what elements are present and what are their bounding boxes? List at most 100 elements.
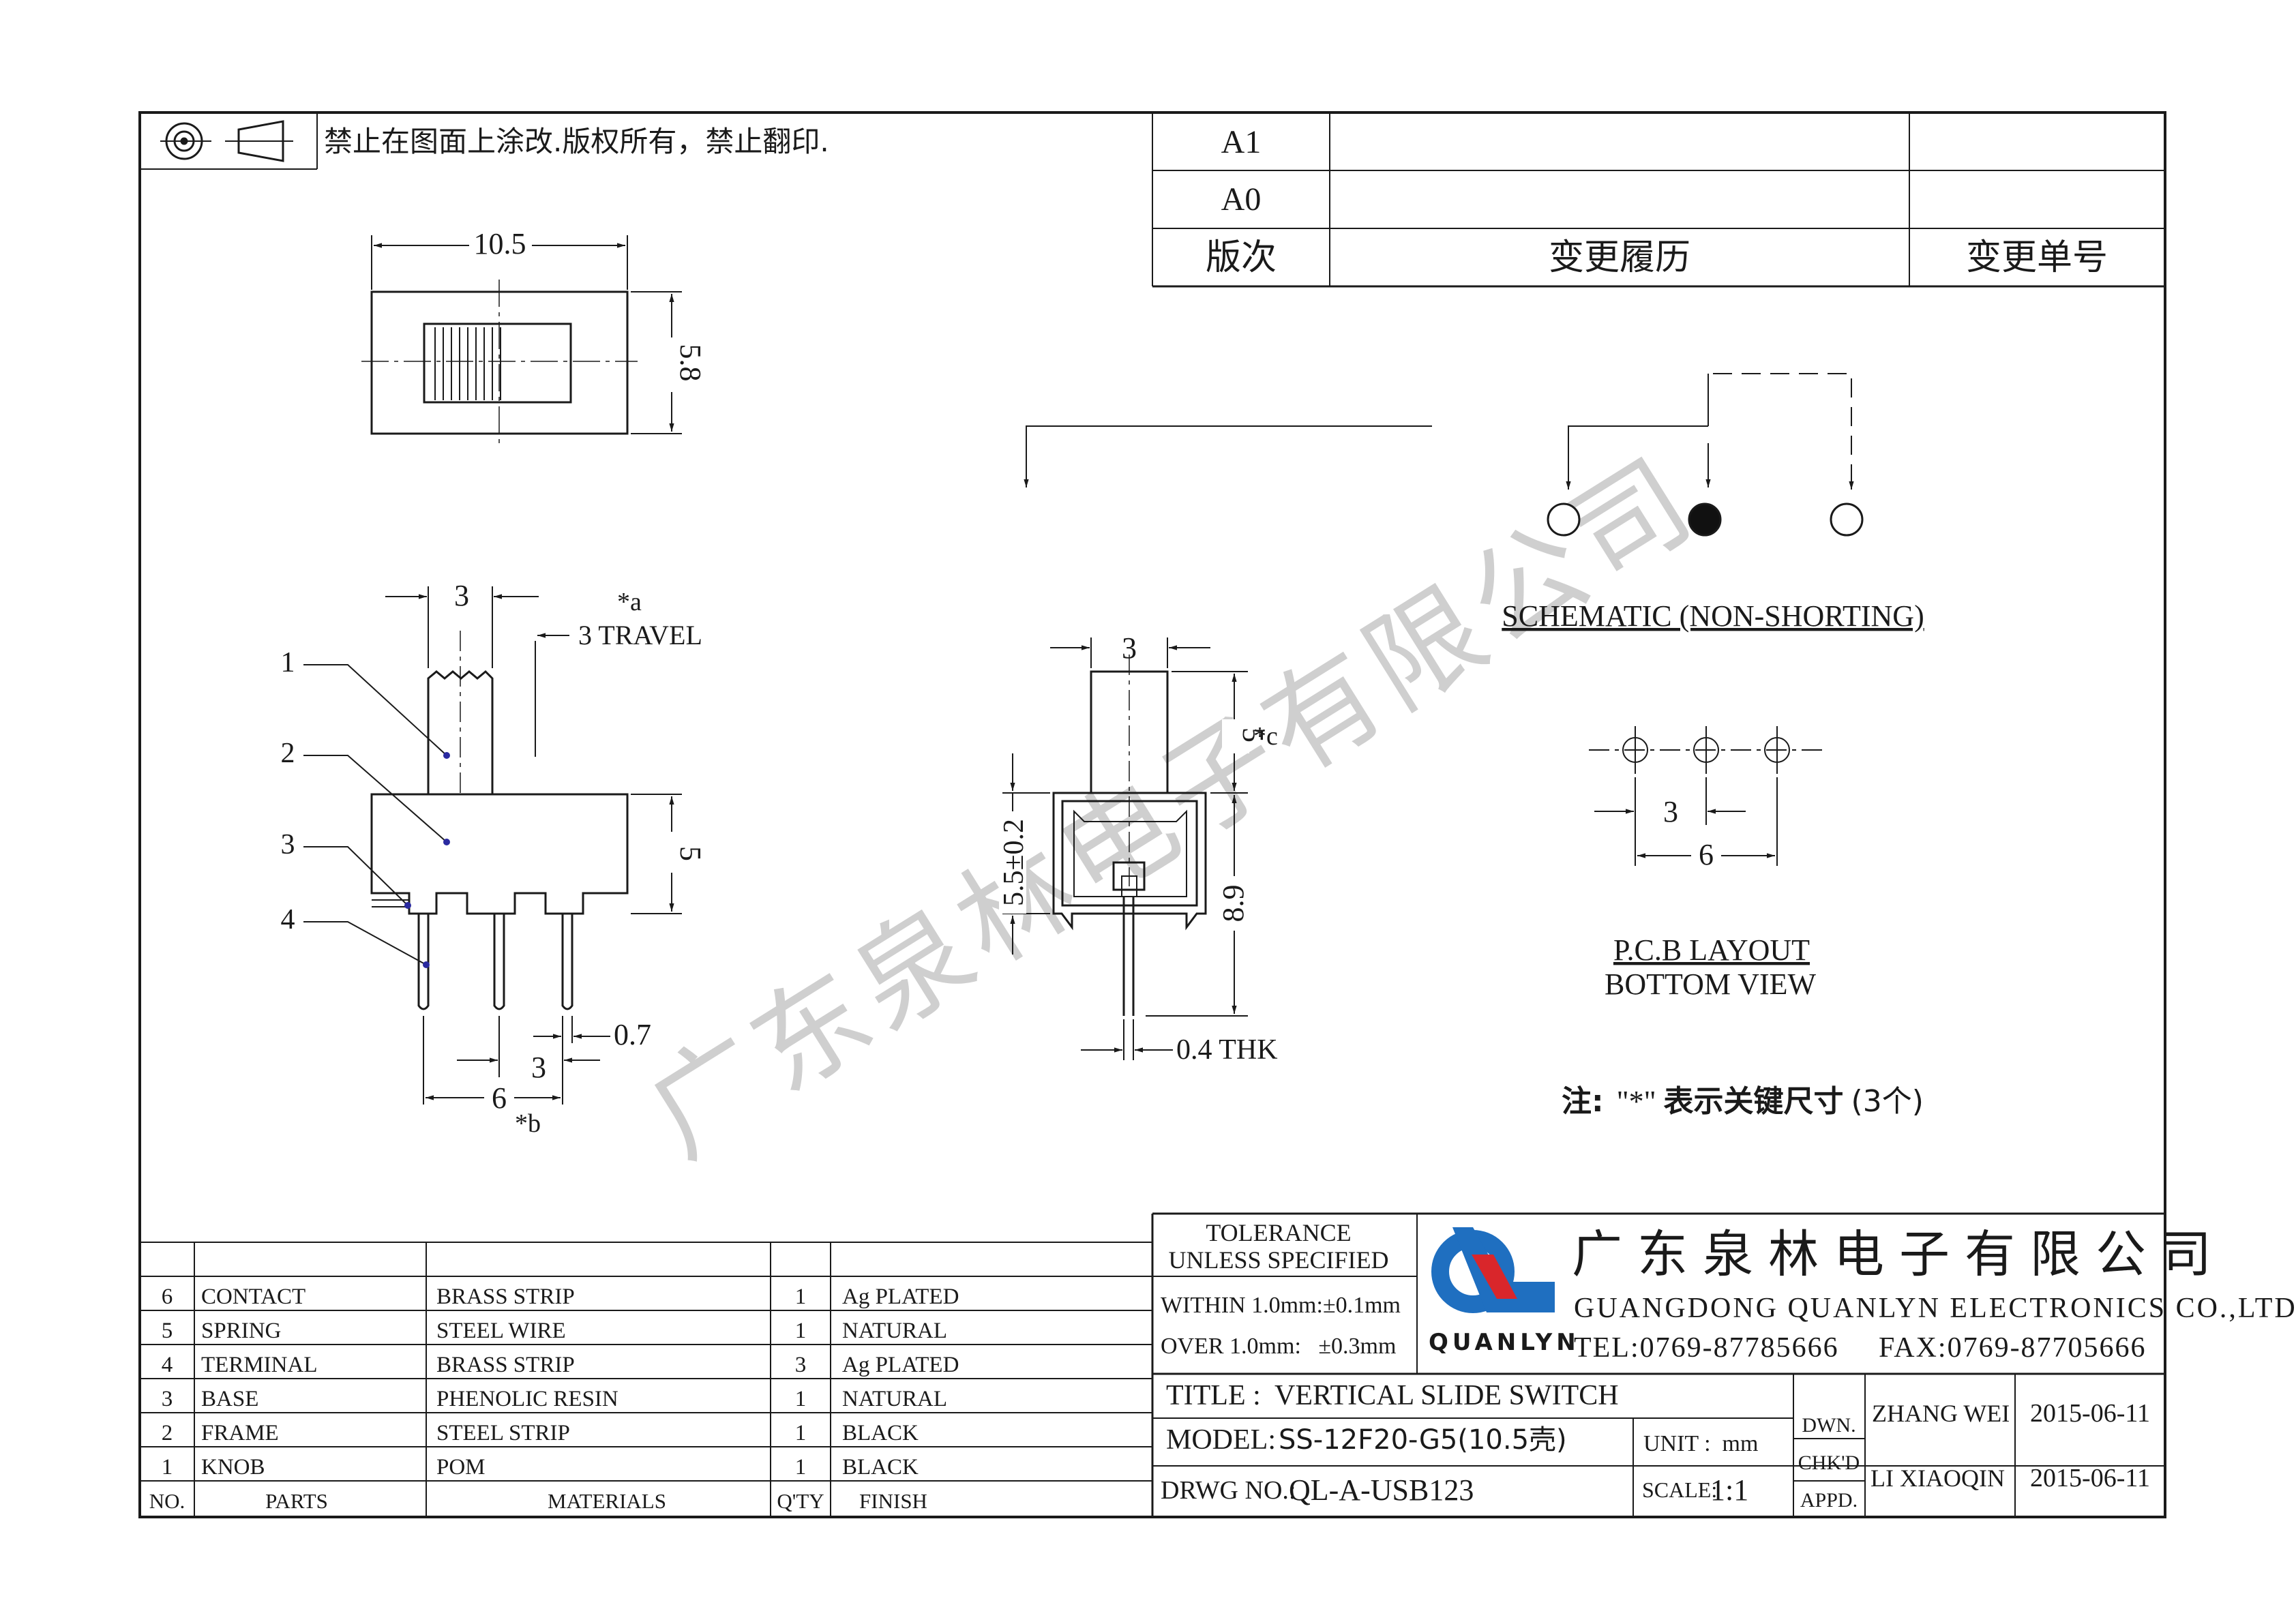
bom-header-qty: Q'TY — [777, 1489, 824, 1513]
bom-qty: 1 — [795, 1285, 807, 1309]
appd-label: APPD. — [1800, 1489, 1858, 1512]
revision-row-a0: A0 — [1221, 181, 1262, 217]
notice-text: 禁止在图面上涂改.版权所有，禁止翻印. — [324, 125, 829, 158]
projection-symbol-icon — [160, 120, 293, 162]
travel-mark: *a — [617, 588, 642, 616]
bom-material: STEEL WIRE — [436, 1319, 566, 1343]
pcb-title: P.C.B LAYOUT — [1613, 933, 1810, 967]
revision-table — [1152, 112, 2165, 288]
key-dimension-note: 注: "*" 表示关键尺寸 (3个) — [1562, 1084, 1924, 1119]
title-block — [1151, 1212, 2165, 1517]
bom-header-no: NO. — [149, 1489, 185, 1513]
logo-l-icon — [1452, 1227, 1555, 1312]
checked-date: 2015-06-11 — [2030, 1464, 2150, 1492]
revision-row-a1: A1 — [1221, 124, 1262, 160]
bom-finish: NATURAL — [842, 1387, 947, 1411]
callout-2: 2 — [281, 738, 295, 769]
span-mark: *b — [515, 1109, 541, 1138]
scale-value: 1:1 — [1710, 1473, 1748, 1507]
bom-no: 2 — [162, 1421, 173, 1445]
bom-part: KNOB — [201, 1455, 265, 1480]
bom-material: BRASS STRIP — [436, 1353, 575, 1377]
callout-dots — [404, 752, 450, 968]
terminal-common-icon — [1688, 502, 1722, 537]
bom-header-part: PARTS — [265, 1489, 328, 1513]
tolerance-within: WITHIN 1.0mm:±0.1mm — [1161, 1293, 1401, 1318]
bom-material: PHENOLIC RESIN — [436, 1387, 618, 1411]
dim-end-thk: 0.4 THK — [1176, 1034, 1278, 1066]
dim-side-pitch: 3 — [531, 1051, 546, 1084]
dim-end-total: 8.9 — [1217, 885, 1250, 922]
bom-qty: 1 — [795, 1319, 807, 1343]
chkd-label: CHK'D — [1798, 1452, 1860, 1474]
dim-side-span: 6 — [492, 1081, 507, 1115]
dim-top-height: 5.8 — [674, 344, 707, 382]
dim-side-knob: 3 — [454, 579, 469, 612]
dim-pcb-pitch: 3 — [1663, 795, 1678, 828]
note-prefix: 注: — [1562, 1084, 1604, 1119]
unit-label: UNIT : mm — [1643, 1431, 1758, 1456]
bom-header-finish: FINISH — [859, 1489, 927, 1513]
company-tel: TEL:0769-87785666 — [1574, 1332, 1839, 1364]
callout-3: 3 — [281, 829, 295, 860]
bom-qty: 3 — [795, 1353, 807, 1377]
bom-part: TERMINAL — [201, 1353, 317, 1377]
tolerance-over: OVER 1.0mm: ±0.3mm — [1161, 1334, 1396, 1359]
checked-by: LI XIAOQIN — [1870, 1465, 2005, 1492]
model-label: MODEL: — [1166, 1424, 1276, 1456]
bom-qty: 1 — [795, 1421, 807, 1445]
bom-finish: NATURAL — [842, 1319, 947, 1343]
scale-label: SCALE: — [1642, 1477, 1717, 1502]
company-fax: FAX:0769-87705666 — [1879, 1332, 2147, 1364]
bom-material: BRASS STRIP — [436, 1285, 575, 1309]
bom-qty: 1 — [795, 1455, 807, 1480]
drawn-date: 2015-06-11 — [2030, 1399, 2150, 1428]
dim-end-knob: 3 — [1122, 631, 1137, 665]
drawing-title: TITLE : VERTICAL SLIDE SWITCH — [1166, 1380, 1619, 1411]
bom-finish: BLACK — [842, 1455, 919, 1480]
bom-qty: 1 — [795, 1387, 807, 1411]
callout-1: 1 — [281, 647, 295, 678]
knob-mark: *c — [1253, 722, 1278, 751]
drwg-value: QL-A-USB123 — [1289, 1473, 1474, 1507]
bom-part: CONTACT — [201, 1285, 305, 1309]
top-view — [361, 235, 682, 443]
schematic-label: SCHEMATIC (NON-SHORTING) — [1502, 599, 1924, 633]
bom-rows: 6 CONTACT BRASS STRIP 1 Ag PLATED 5 SPRI… — [149, 1285, 959, 1513]
notice-block: 禁止在图面上涂改.版权所有，禁止翻印. — [140, 112, 829, 170]
bom-no: 5 — [162, 1319, 173, 1343]
pcb-layout — [1589, 726, 1828, 866]
travel-label: 3 TRAVEL — [578, 620, 702, 650]
bom-finish: Ag PLATED — [842, 1353, 959, 1377]
company-name-cn: 广东泉林电子有限公司 — [1572, 1225, 2226, 1284]
terminal-right-icon — [1830, 502, 1864, 537]
schematic-lines-fix — [1568, 374, 1709, 490]
note-count: (3个) — [1851, 1084, 1924, 1119]
revision-header-history: 变更履历 — [1549, 237, 1690, 278]
bom-header-material: MATERIALS — [548, 1489, 666, 1513]
terminal-left-icon — [1547, 502, 1581, 537]
company-logo: QUANLYN — [1429, 1227, 1576, 1356]
callout-4: 4 — [281, 904, 295, 935]
schematic-terminals — [1547, 502, 1864, 537]
bom-finish: BLACK — [842, 1421, 919, 1445]
bom-no: 1 — [162, 1455, 173, 1480]
bom-material: POM — [436, 1455, 486, 1480]
note-text: 表示关键尺寸 — [1664, 1084, 1844, 1119]
bom-part: SPRING — [201, 1319, 281, 1343]
dim-end-knob-height: 5 — [1236, 727, 1270, 742]
logo-red-mark-icon — [1472, 1255, 1517, 1299]
dim-pcb-span: 6 — [1699, 838, 1714, 871]
drwg-label: DRWG NO.: — [1161, 1476, 1296, 1505]
watermark: 广东泉林电子有限公司 — [627, 431, 1720, 1182]
dim-side-pin: 0.7 — [614, 1018, 651, 1051]
dim-side-body: 5 — [674, 846, 707, 861]
bom-table — [140, 1242, 1152, 1517]
dim-top-width: 10.5 — [474, 227, 526, 260]
pcb-subtitle: BOTTOM VIEW — [1605, 967, 1816, 1001]
tolerance-title: TOLERANCE — [1206, 1219, 1351, 1246]
bom-no: 4 — [162, 1353, 173, 1377]
bom-material: STEEL STRIP — [436, 1421, 570, 1445]
bom-finish: Ag PLATED — [842, 1285, 959, 1309]
